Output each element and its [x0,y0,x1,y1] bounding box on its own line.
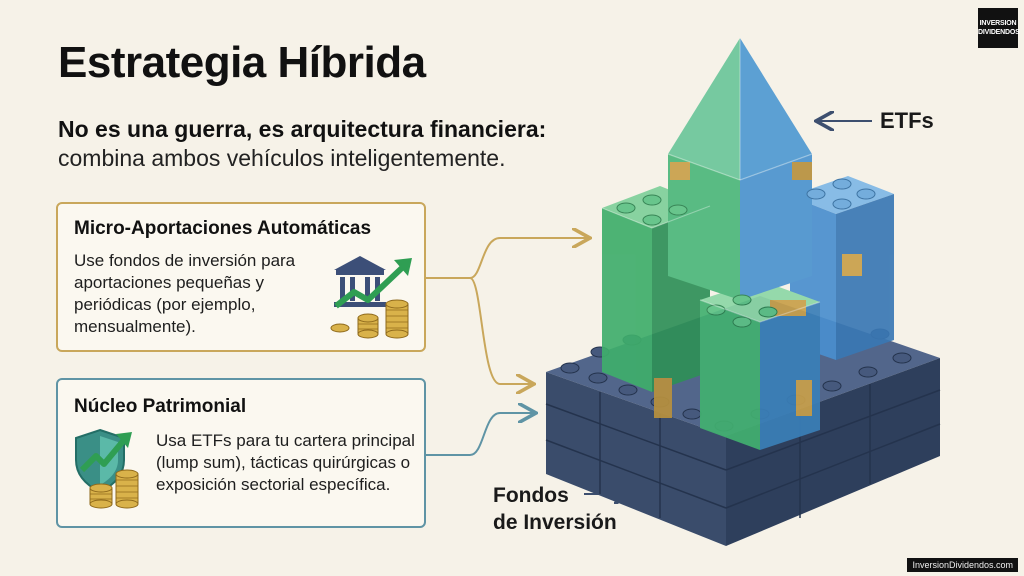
logo-line2: DIVIDENDOS [978,29,1020,36]
fondos-label-line1: Fondos [493,484,569,507]
bank-growth-coins-icon [330,256,412,339]
fondos-label-line2: de Inversión [493,511,617,534]
subtitle: combina ambos vehículos inteligentemente… [58,145,506,171]
page-title: Estrategia Híbrida [58,38,426,87]
card-title: Núcleo Patrimonial [74,396,247,417]
card-micro-aportaciones: Micro-Aportaciones Automáticas Use fondo… [56,202,426,352]
subtitle-bold: No es una guerra, es arquitectura financ… [58,116,547,142]
shield-growth-coins-icon [75,428,139,509]
logo-line1: INVERSION [979,20,1017,27]
connector-arrow [426,238,588,279]
card-text: Usa ETFs para tu cartera principal (lump… [156,431,415,494]
etfs-block-stack [601,38,894,450]
footer-url: InversionDividendos.com [907,558,1018,572]
connector-arrow [469,277,532,384]
card-nucleo-patrimonial: Núcleo Patrimonial Usa ETFs para tu cart… [56,378,426,528]
card-text: Use fondos de inversión para aportacione… [74,251,296,336]
brand-logo: INVERSION DIVIDENDOS [978,8,1020,48]
etfs-label: ETFs [880,108,934,133]
connector-arrow [426,413,534,456]
fondos-label: Fondos de Inversión [493,482,617,536]
card-title: Micro-Aportaciones Automáticas [74,218,372,239]
